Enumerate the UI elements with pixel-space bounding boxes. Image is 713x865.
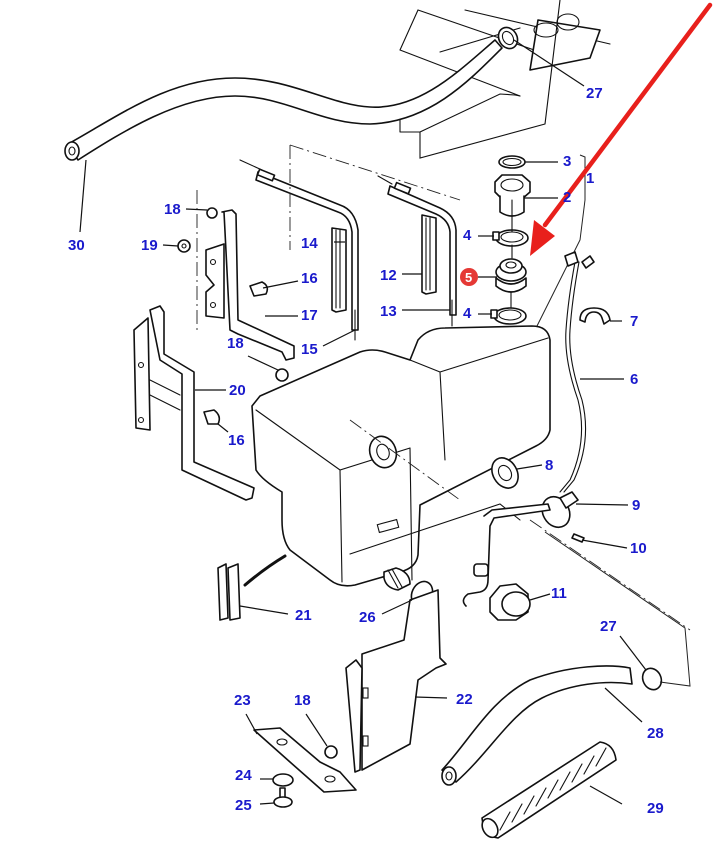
callout-14: 14 [301, 235, 318, 252]
support-bracket-23 [253, 727, 357, 793]
callout-24: 24 [235, 767, 252, 784]
gasket-8 [491, 457, 519, 489]
callout-26: 26 [359, 609, 376, 626]
callout-18c: 18 [294, 692, 311, 709]
centerline [196, 144, 461, 330]
callout-28: 28 [647, 725, 664, 742]
callout-8: 8 [545, 457, 553, 474]
callout-5: 5 [465, 270, 472, 285]
callout-9: 9 [632, 497, 640, 514]
fasteners [177, 207, 289, 425]
callout-18a: 18 [164, 201, 181, 218]
heat-shield-22 [345, 589, 447, 773]
callout-15: 15 [301, 341, 318, 358]
callout-25: 25 [235, 797, 252, 814]
callout-2: 2 [563, 189, 571, 206]
sender-wire-6 [559, 251, 595, 493]
hose-clamp-27-top [497, 26, 519, 50]
callout-19: 19 [141, 237, 158, 254]
mounting-bracket-17 [205, 209, 295, 361]
callout-27b: 27 [600, 618, 617, 635]
callout-3: 3 [563, 153, 571, 170]
tension-strap-12-13 [377, 175, 457, 327]
screw-10 [571, 533, 585, 543]
callout-21: 21 [295, 607, 312, 624]
callout-6: 6 [630, 371, 638, 388]
callout-30: 30 [68, 237, 85, 254]
callout-18b: 18 [227, 335, 244, 352]
callout-1: 1 [586, 170, 594, 187]
callout-11: 11 [551, 585, 567, 602]
fuel-level-sender-9 [462, 491, 579, 607]
cable-clip-7 [579, 307, 611, 325]
bracket-1 [534, 154, 586, 331]
cab-floor-section [399, 0, 611, 159]
callout-13: 13 [380, 303, 397, 320]
protective-sleeve-29 [481, 741, 617, 839]
bracket-27-28 [544, 531, 691, 687]
callout-4b: 4 [463, 305, 472, 322]
mounting-bracket-20 [133, 305, 255, 501]
filler-neck-parts [490, 155, 531, 353]
rubber-pad-21 [217, 554, 287, 621]
tension-strap-14-15 [239, 159, 359, 341]
drain-plug-11 [489, 583, 531, 621]
callout-23: 23 [234, 692, 251, 709]
leader-lines [79, 39, 647, 805]
callout-16b: 16 [228, 432, 245, 449]
callout-20: 20 [229, 382, 246, 399]
callout-27a: 27 [586, 85, 603, 102]
fuel-hose-28 [441, 665, 633, 786]
callout-4a: 4 [463, 227, 472, 244]
callout-29: 29 [647, 800, 664, 817]
callout-5-highlight: 5 [460, 268, 478, 286]
callout-7: 7 [630, 313, 638, 330]
callout-10: 10 [630, 540, 647, 557]
fuel-tank [251, 325, 691, 631]
highlight-arrow [530, 2, 713, 256]
breather-hose-30 [64, 39, 503, 161]
callout-16a: 16 [301, 270, 318, 287]
hose-clamp-27-lower [641, 667, 663, 691]
callout-labels: 27 3 1 2 4 5 4 7 6 30 18 19 14 16 12 17 … [68, 85, 664, 817]
washer-24 [272, 773, 294, 787]
bolt-25 [273, 787, 293, 808]
callout-22: 22 [456, 691, 473, 708]
callout-17: 17 [301, 307, 318, 324]
callout-12: 12 [380, 267, 397, 284]
